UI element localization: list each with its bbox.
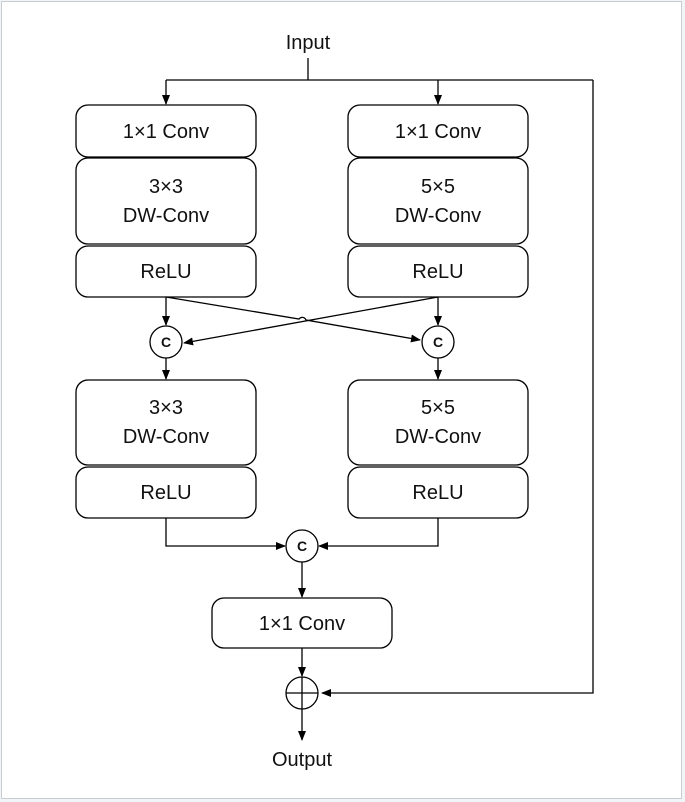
- right-conv1x1-block: [347, 104, 529, 158]
- left-dwconv1-block: [75, 157, 257, 245]
- cross-wires: [162, 296, 442, 346]
- input-wires: [162, 58, 594, 697]
- right-dwconv1-label: DW-Conv: [395, 205, 481, 227]
- right-dwconv2-kernel: 5×5: [421, 397, 455, 419]
- merge-concat-node: C: [285, 529, 319, 563]
- right-relu2-label: ReLU: [412, 482, 463, 504]
- elementwise-add-icon: [285, 676, 319, 710]
- input-label: Input: [286, 32, 331, 54]
- right-branch-stage2: 5×5 DW-Conv ReLU: [347, 379, 529, 519]
- svg-text:C: C: [433, 334, 443, 350]
- left-relu2-label: ReLU: [140, 482, 191, 504]
- left-branch-stage2: 3×3 DW-Conv ReLU: [75, 379, 257, 519]
- left-relu1-label: ReLU: [140, 261, 191, 283]
- right-relu1-label: ReLU: [412, 261, 463, 283]
- right-concat-node: C: [421, 325, 455, 359]
- left-conv1x1-label: 1×1 Conv: [123, 121, 209, 143]
- right-dwconv2-block: [347, 379, 529, 466]
- left-conv1x1-block: [75, 104, 257, 158]
- svg-text:C: C: [297, 538, 307, 554]
- svg-text:1×1 Conv: 1×1 Conv: [259, 613, 345, 635]
- final-conv1x1-block: 1×1 Conv: [211, 597, 393, 649]
- left-dwconv1-kernel: 3×3: [149, 176, 183, 198]
- merge-wires: [165, 518, 439, 550]
- left-dwconv2-kernel: 3×3: [149, 397, 183, 419]
- output-label: Output: [272, 749, 332, 771]
- right-dwconv1-block: [347, 157, 529, 245]
- right-conv1x1-label: 1×1 Conv: [395, 121, 481, 143]
- left-dwconv1-label: DW-Conv: [123, 205, 209, 227]
- left-branch-stage1: 1×1 Conv 3×3 DW-Conv ReLU: [75, 104, 257, 298]
- left-dwconv2-block: [75, 379, 257, 466]
- right-branch-stage1: 1×1 Conv 5×5 DW-Conv ReLU: [347, 104, 529, 298]
- svg-text:C: C: [161, 334, 171, 350]
- left-concat-node: C: [149, 325, 183, 359]
- right-dwconv1-kernel: 5×5: [421, 176, 455, 198]
- right-dwconv2-label: DW-Conv: [395, 426, 481, 448]
- left-dwconv2-label: DW-Conv: [123, 426, 209, 448]
